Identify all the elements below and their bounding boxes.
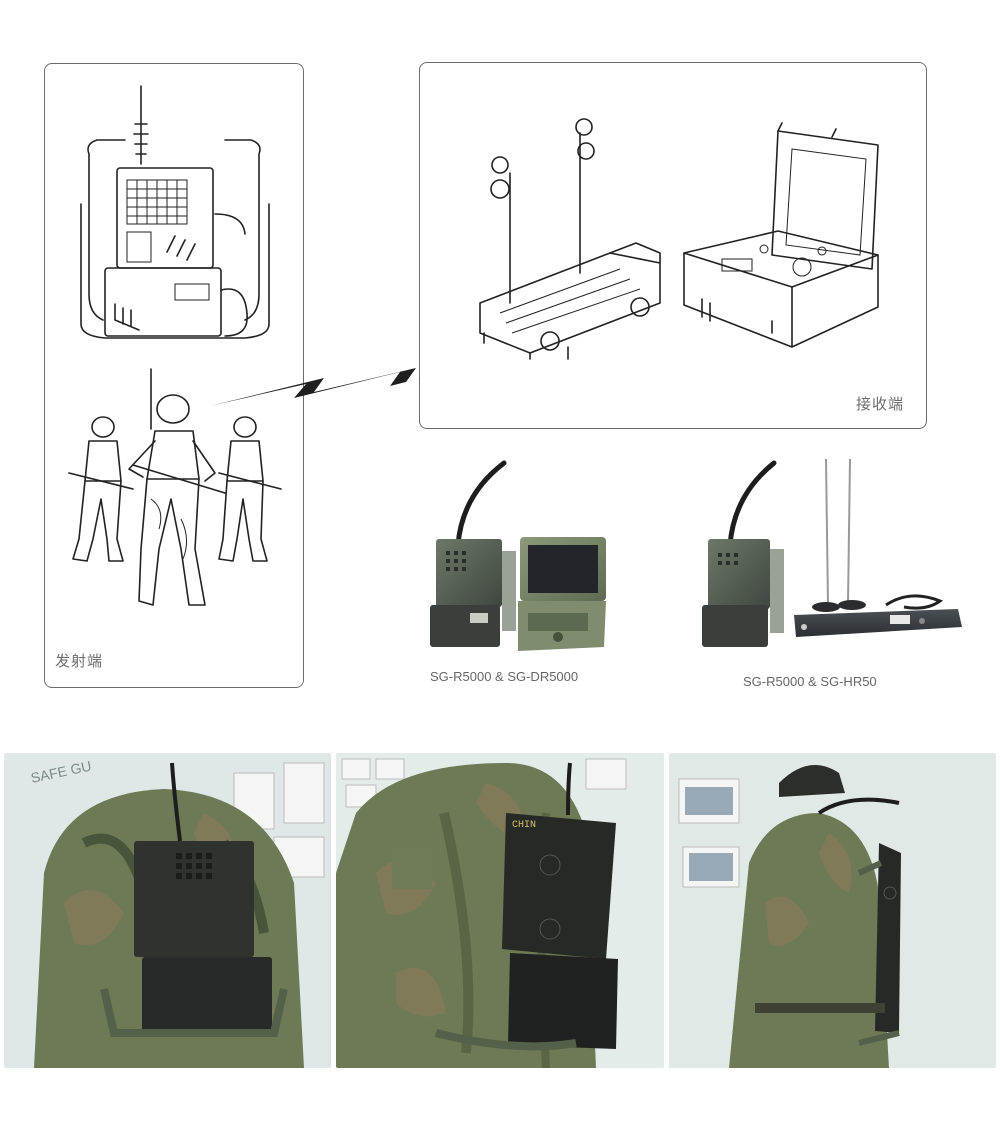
product-caption-dr5000: SG-R5000 & SG-DR5000 [430,669,579,684]
backpack-transmitter-illustration [80,85,270,339]
device-display-text: CHIN [512,820,536,831]
transmitter-panel: 发射端 [44,63,304,688]
receiver-panel: 接收端 [419,62,927,429]
soldiers-illustration [68,368,282,606]
receiver-case-illustration [683,122,879,348]
product-kit-hr50 [702,458,962,647]
product-caption-hr50: SG-R5000 & SG-HR50 [743,674,877,689]
photo-close-view: CHIN [336,753,664,1068]
receiver-label: 接收端 [855,396,904,413]
photo-side-view [669,753,996,1068]
antenna-vehicle-illustration [479,118,661,360]
product-kit-dr5000 [430,460,606,651]
photo-back-view: SAFE GU [4,753,331,1068]
radio-keypad [126,179,188,225]
transmitter-label: 发射端 [55,653,104,670]
